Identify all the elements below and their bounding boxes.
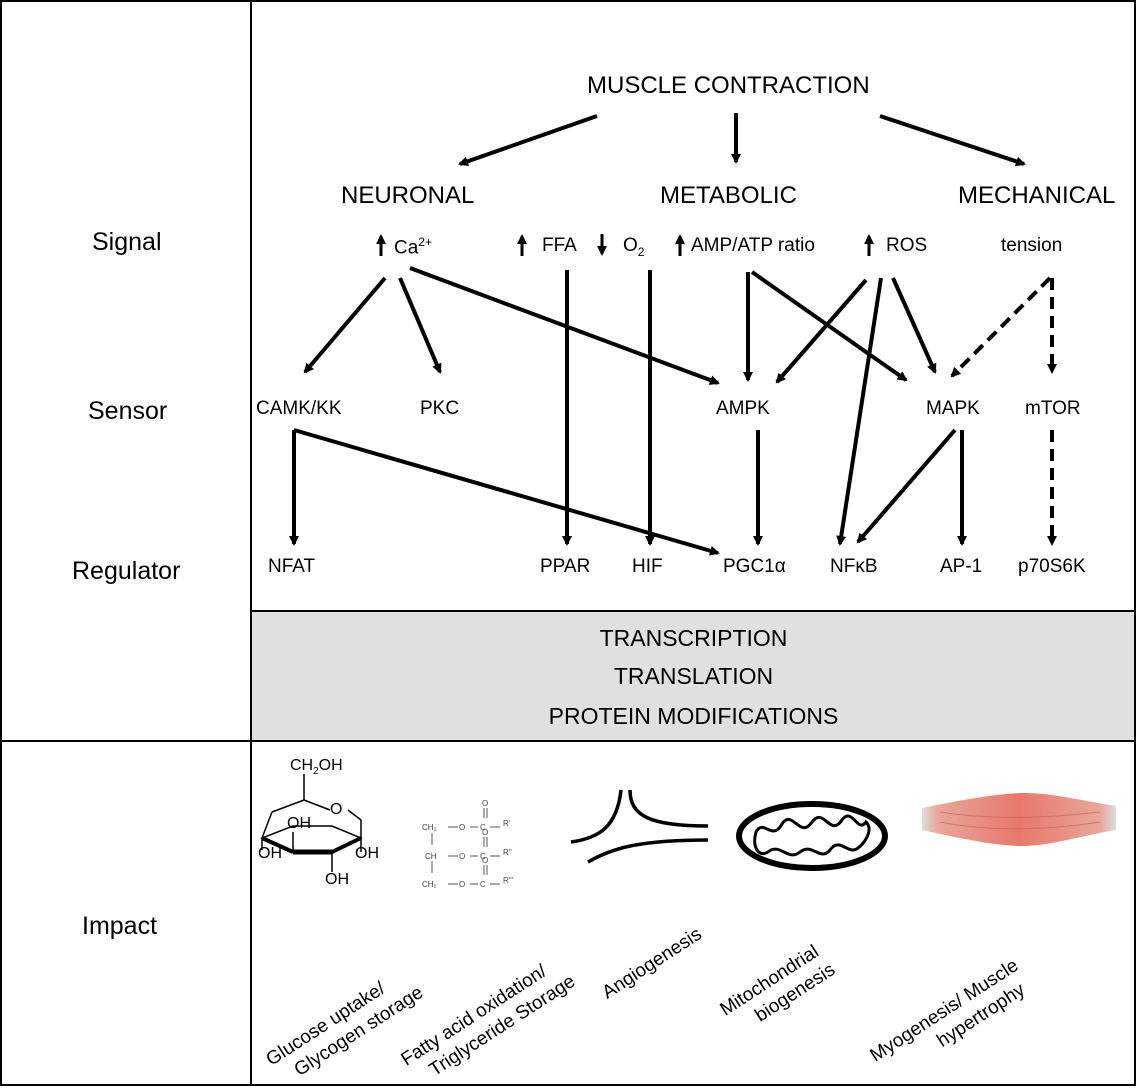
sensor-mtor: mTOR (1025, 398, 1081, 419)
glucose-ch2oh: CH2OH (290, 757, 343, 778)
svg-text:C: C (480, 852, 486, 861)
triglyceride-structure (431, 808, 500, 885)
regulator-p70s6k: p70S6K (1018, 556, 1086, 577)
glucose-oh-left: OH (258, 845, 282, 862)
process-band (251, 611, 1136, 741)
glucose-oh-right: OH (355, 845, 379, 862)
svg-text:O: O (482, 799, 488, 808)
regulator-ppar: PPAR (540, 556, 591, 577)
glucose-ring-oxygen: O (330, 801, 343, 818)
angiogenesis-vessel-icon (570, 789, 709, 864)
arrow-ca-ampk (409, 266, 720, 385)
band-protein-modifications: PROTEIN MODIFICATIONS (548, 703, 839, 729)
triglyceride-text: CH₂ O C O R' CH O C O R'' CH₂ O C O R''' (422, 799, 514, 889)
heading-mechanical: MECHANICAL (958, 182, 1116, 209)
svg-text:O: O (459, 880, 465, 889)
signal-o2: O2 (623, 235, 645, 259)
signal-tension: tension (1001, 235, 1063, 256)
sensor-ampk: AMPK (716, 398, 770, 419)
sensor-mapk: MAPK (926, 398, 980, 419)
glucose-structure (260, 774, 363, 872)
row-label-sensor: Sensor (88, 397, 168, 425)
svg-text:CH₂: CH₂ (422, 823, 437, 832)
mitochondrion-icon (736, 801, 888, 871)
dashed-arrows (950, 276, 1057, 546)
heading-muscle-contraction: MUSCLE CONTRACTION (587, 72, 870, 99)
regulator-ap1: AP-1 (940, 556, 983, 577)
solid-arrows (289, 113, 1026, 556)
arrow-mapk-nfkb (856, 428, 957, 544)
svg-text:CH: CH (425, 852, 437, 861)
band-transcription: TRANSCRIPTION (599, 625, 788, 651)
glucose-oh-bottom: OH (325, 871, 349, 888)
regulator-nfkb: NFκB (830, 556, 878, 577)
row-label-impact: Impact (82, 912, 158, 940)
glucose-oh-upper: OH (287, 815, 311, 832)
arrow-amp-mapk (750, 270, 908, 382)
arrow-contraction-mechanical (879, 114, 1026, 167)
svg-text:O: O (482, 856, 488, 865)
heading-metabolic: METABOLIC (660, 182, 797, 209)
signal-ffa: FFA (542, 235, 577, 256)
sensor-camk-kk: CAMK/KK (256, 398, 342, 419)
svg-text:R''': R''' (503, 876, 514, 885)
svg-text:O: O (459, 823, 465, 832)
arrow-contraction-neuronal (458, 114, 598, 167)
arrow-tension-mapk (950, 276, 1052, 378)
sensor-pkc: PKC (420, 398, 460, 419)
heading-neuronal: NEURONAL (341, 182, 475, 209)
svg-text:C: C (480, 880, 486, 889)
regulator-hif: HIF (632, 556, 663, 577)
svg-text:O: O (482, 828, 488, 837)
row-label-regulator: Regulator (72, 557, 181, 585)
band-translation: TRANSLATION (613, 663, 774, 689)
row-label-signal: Signal (92, 228, 162, 256)
signal-ros: ROS (886, 235, 928, 256)
arrow-ca-pkc (398, 277, 442, 374)
arrow-ros-mapk (891, 277, 937, 374)
svg-text:R': R' (503, 819, 511, 828)
svg-text:C: C (480, 823, 486, 832)
muscle-icon (922, 793, 1116, 846)
signal-ca: Ca2+ (394, 235, 432, 259)
arrow-camk-pgc1a (293, 428, 720, 556)
arrow-ros-nfkb (836, 277, 883, 546)
svg-text:R'': R'' (503, 848, 512, 857)
signal-direction-arrows (376, 234, 874, 256)
regulator-nfat: NFAT (268, 556, 316, 577)
svg-text:O: O (459, 852, 465, 861)
arrow-ca-camk (303, 276, 387, 374)
signal-amp-atp-ratio: AMP/ATP ratio (691, 235, 815, 256)
regulator-pgc1a: PGC1α (723, 556, 786, 577)
svg-text:CH₂: CH₂ (422, 880, 437, 889)
arrow-ros-ampk (775, 278, 868, 384)
